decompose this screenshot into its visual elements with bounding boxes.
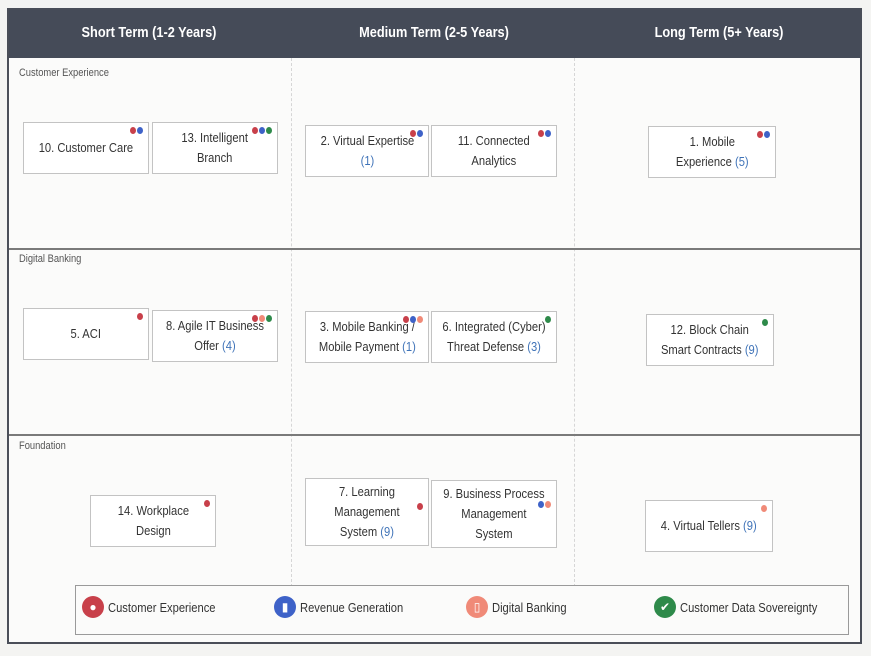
peach-dot-icon <box>545 501 551 508</box>
column-divider <box>574 58 575 592</box>
row-label-foundation: Foundation <box>19 440 66 452</box>
header-short-term: Short Term (1-2 Years) <box>81 24 217 41</box>
column-divider <box>291 58 292 592</box>
blue-dot-icon <box>259 127 265 134</box>
green-dot-icon <box>266 315 272 322</box>
card-label: 14. Workplace <box>117 503 189 518</box>
legend-label: Revenue Generation <box>300 599 404 615</box>
peach-dot-icon <box>417 316 423 323</box>
red-dot-icon <box>538 130 544 137</box>
card-label: Design <box>135 523 171 538</box>
card-count: (9) <box>380 524 395 539</box>
blue-dot-icon <box>137 127 143 134</box>
red-dot-icon <box>403 316 409 323</box>
card-label: Mobile Payment <box>318 339 399 354</box>
bar-chart-icon: ▮ <box>274 596 296 618</box>
card-count: (1) <box>360 153 374 168</box>
legend-item-customer-experience: ● Customer Experience <box>82 596 233 618</box>
red-dot-icon <box>137 313 143 320</box>
red-dot-icon <box>204 500 210 507</box>
blue-dot-icon <box>410 316 416 323</box>
card-label: System <box>475 526 513 541</box>
card-label: 7. Learning <box>339 484 395 499</box>
card-label: System <box>339 524 378 539</box>
card-count: (1) <box>401 339 416 354</box>
header-bar: Short Term (1-2 Years) Medium Term (2-5 … <box>9 10 860 58</box>
row-label-digital-banking: Digital Banking <box>19 253 82 265</box>
card-label: Management <box>461 506 527 521</box>
card-label: Management <box>334 504 400 519</box>
card-label: Threat Defense <box>447 339 525 354</box>
card-customer-care: 10. Customer Care <box>23 122 149 174</box>
row-label-customer-experience: Customer Experience <box>19 67 109 79</box>
blue-dot-icon <box>545 130 551 137</box>
legend-label: Digital Banking <box>492 599 567 615</box>
red-dot-icon <box>417 503 423 510</box>
card-count: (4) <box>222 338 236 353</box>
card-label: 2. Virtual Expertise <box>320 133 414 148</box>
card-label: 1. Mobile <box>689 134 735 149</box>
red-dot-icon <box>252 127 258 134</box>
blue-dot-icon <box>417 130 423 137</box>
card-label: 9. Business Process <box>443 486 545 501</box>
green-dot-icon <box>545 316 551 323</box>
card-label: 6. Integrated (Cyber) <box>442 319 546 334</box>
card-virtual-expertise: 2. Virtual Expertise (1) <box>305 125 429 177</box>
blue-dot-icon <box>764 131 770 138</box>
green-dot-icon <box>266 127 272 134</box>
card-label: 11. Connected <box>458 133 530 148</box>
card-aci: 5. ACI <box>23 308 149 360</box>
person-icon: ● <box>82 596 104 618</box>
card-integrated-threat-defense: 6. Integrated (Cyber) Threat Defense (3) <box>431 311 557 363</box>
card-label: Offer <box>194 338 219 353</box>
card-label: 12. Block Chain <box>670 322 750 337</box>
card-mobile-banking: 3. Mobile Banking / Mobile Payment (1) <box>305 311 429 363</box>
legend-item-digital-banking: ▯ Digital Banking <box>466 596 579 618</box>
legend-label: Customer Experience <box>108 599 216 615</box>
legend: ● Customer Experience ▮ Revenue Generati… <box>75 585 849 635</box>
card-label: 13. Intelligent <box>181 130 249 145</box>
card-label: Branch <box>197 150 233 165</box>
card-label: 8. Agile IT Business <box>166 318 264 333</box>
card-label: Smart Contracts <box>661 342 742 357</box>
row-divider <box>9 434 860 436</box>
red-dot-icon <box>130 127 136 134</box>
red-dot-icon <box>252 315 258 322</box>
mobile-icon: ▯ <box>466 596 488 618</box>
card-count: (9) <box>745 342 759 357</box>
legend-item-revenue-generation: ▮ Revenue Generation <box>274 596 420 618</box>
peach-dot-icon <box>761 505 767 512</box>
card-label: 10. Customer Care <box>38 140 134 155</box>
card-label: 5. ACI <box>70 326 102 341</box>
card-virtual-tellers: 4. Virtual Tellers (9) <box>645 500 773 552</box>
card-label: Experience <box>675 154 732 169</box>
row-divider <box>9 248 860 250</box>
shield-icon: ✔ <box>654 596 676 618</box>
peach-dot-icon <box>259 315 265 322</box>
legend-item-customer-data-sovereignty: ✔ Customer Data Sovereignty <box>654 596 840 618</box>
header-medium-term: Medium Term (2-5 Years) <box>359 24 509 41</box>
green-dot-icon <box>762 319 768 326</box>
red-dot-icon <box>757 131 763 138</box>
card-count: (3) <box>527 339 541 354</box>
legend-label: Customer Data Sovereignty <box>680 599 818 615</box>
card-label: 4. Virtual Tellers <box>661 518 741 533</box>
roadmap-frame: Short Term (1-2 Years) Medium Term (2-5 … <box>7 8 862 644</box>
card-label: Analytics <box>471 153 517 168</box>
card-count: (9) <box>743 518 757 533</box>
header-long-term: Long Term (5+ Years) <box>654 24 784 41</box>
red-dot-icon <box>410 130 416 137</box>
card-count: (5) <box>734 154 749 169</box>
card-label: 3. Mobile Banking / <box>319 319 415 334</box>
blue-dot-icon <box>538 501 544 508</box>
